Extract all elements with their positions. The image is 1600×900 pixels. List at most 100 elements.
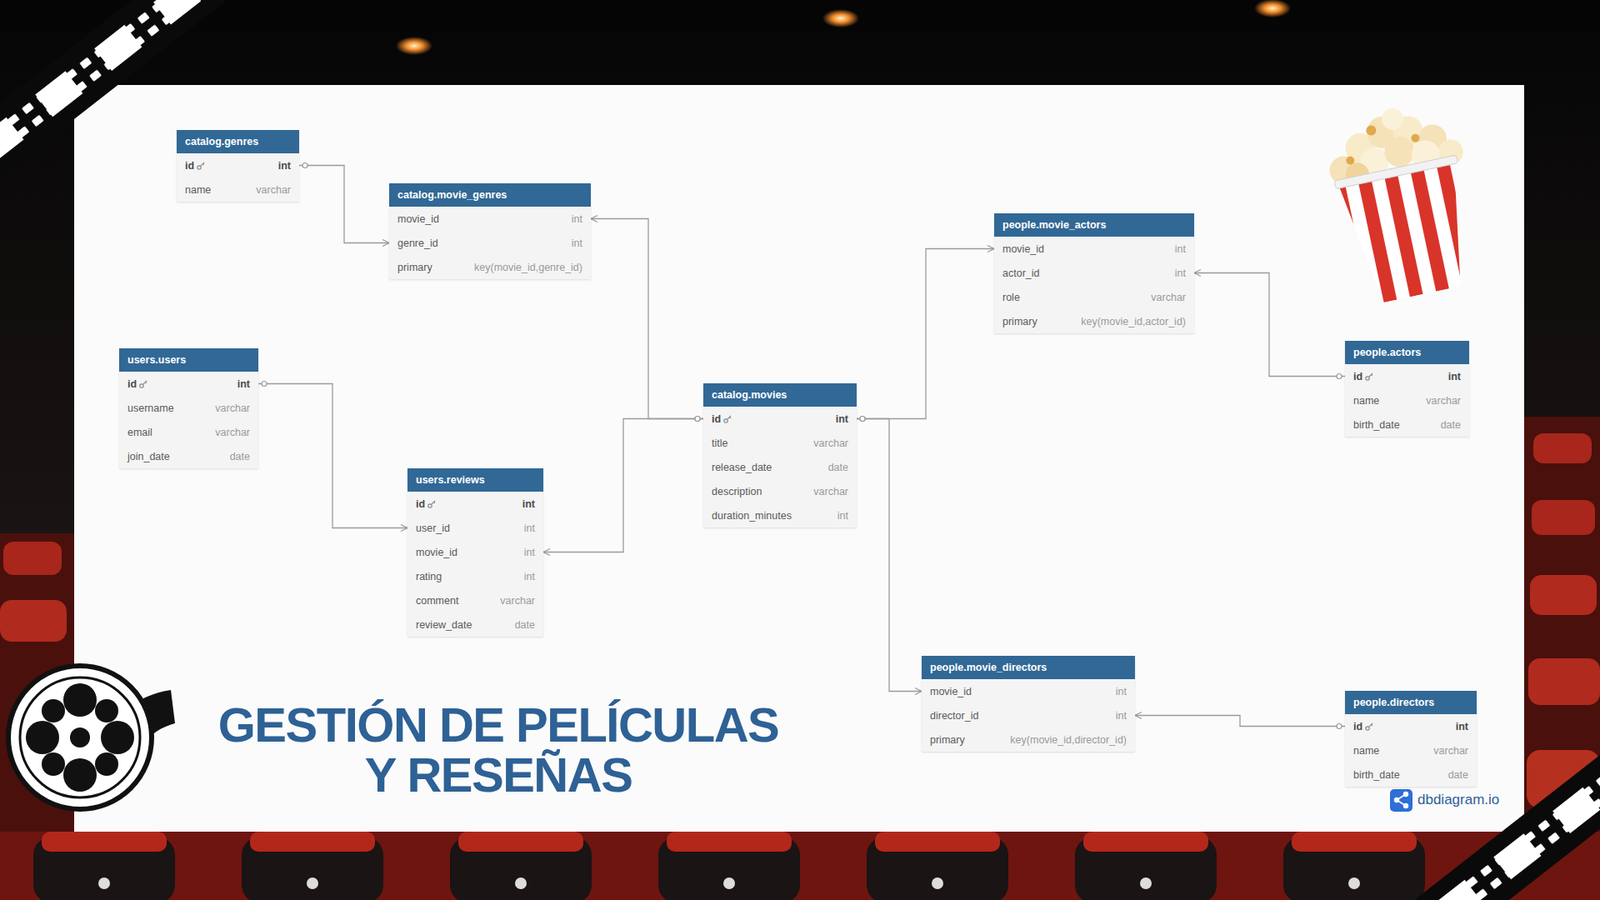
- field-name: comment: [415, 595, 459, 607]
- field-name: name: [1353, 745, 1380, 757]
- table-header: catalog.movie_genres: [389, 183, 591, 207]
- table-header: catalog.movies: [703, 383, 857, 407]
- connector-line: [856, 249, 995, 420]
- arrow-head: [382, 240, 390, 247]
- arrow-head: [400, 525, 408, 532]
- key-icon: [1365, 372, 1374, 381]
- field-cell: user_id: [415, 522, 450, 535]
- field-type: varchar: [215, 402, 250, 415]
- connector-line: [1194, 273, 1345, 377]
- field-type: int: [1175, 243, 1186, 255]
- arrow-head: [1194, 270, 1201, 277]
- key-shaft: [727, 415, 731, 420]
- relation-connector: [543, 416, 704, 556]
- table-row: rolevarchar: [994, 285, 1195, 310]
- key-icon: [196, 161, 205, 170]
- table-row: namevarchar: [176, 177, 300, 202]
- field-type: int: [1455, 720, 1469, 733]
- field-type: int: [1115, 710, 1127, 722]
- table-row: actor_id int: [994, 260, 1195, 285]
- field-type: date: [1448, 769, 1469, 781]
- field-type: int: [524, 570, 535, 583]
- table-row: id int: [703, 406, 857, 431]
- key-tooth: [1371, 724, 1373, 725]
- field-cell: birth_date: [1353, 769, 1400, 781]
- field-cell: birth_date: [1353, 419, 1400, 431]
- table-header: catalog.genres: [176, 130, 300, 154]
- table-row: name varchar: [1345, 738, 1477, 763]
- field-name: birth_date: [1353, 419, 1400, 431]
- field-name: id: [415, 498, 425, 510]
- table-box: catalog.movie_genresmovie_idint genre_id i…: [389, 183, 591, 280]
- field-cell: id: [711, 413, 732, 425]
- field-name: primary: [397, 261, 433, 274]
- key-ring: [197, 165, 201, 169]
- table-header: people.directors: [1345, 690, 1477, 715]
- popcorn-illustration: [1309, 95, 1496, 315]
- one-end-dot: [695, 416, 700, 422]
- field-type: key(movie_id,director_id): [1010, 734, 1127, 746]
- table-box: users.reviewsidintuser_idintmovie_idintr…: [407, 468, 544, 637]
- field-cell: email: [127, 426, 153, 439]
- field-name: movie_id: [1002, 243, 1045, 255]
- logo-spacer: [1390, 788, 1413, 811]
- field-name: primary: [930, 734, 965, 746]
- relation-connector: [299, 163, 390, 247]
- field-cell: actor_id: [1002, 267, 1040, 280]
- field-name: movie_id: [397, 213, 440, 225]
- field-type: int: [571, 237, 583, 250]
- table-box: catalog.genresidintnamevarchar: [176, 130, 300, 202]
- table-row: comment varchar: [407, 588, 544, 613]
- field-cell: primary: [1002, 315, 1038, 328]
- table-row: release_datedate: [703, 455, 857, 480]
- field-type: varchar: [813, 485, 849, 498]
- field-name: role: [1002, 291, 1020, 304]
- field-name: duration_minutes: [711, 510, 792, 522]
- table-row: idint: [407, 491, 544, 516]
- field-cell: duration_minutes: [711, 510, 792, 522]
- field-type: varchar: [813, 437, 849, 450]
- field-type: int: [837, 510, 849, 522]
- field-type: varchar: [1425, 395, 1461, 407]
- field-cell: description: [711, 485, 762, 498]
- one-end-dot: [860, 416, 865, 422]
- field-type: varchar: [500, 595, 535, 607]
- field-type: int: [278, 160, 291, 172]
- field-name: genre_id: [397, 237, 439, 250]
- table-box: people.movie_actorsmovie_idintactor_idin…: [994, 213, 1195, 334]
- one-end-dot: [1336, 724, 1342, 730]
- field-name: review_date: [415, 619, 472, 631]
- field-cell: name: [185, 184, 211, 196]
- table-row: movie_idint: [407, 540, 544, 565]
- field-type: int: [835, 413, 849, 425]
- field-cell: comment: [415, 595, 459, 607]
- arrow-head: [590, 215, 598, 223]
- field-cell: name: [1353, 395, 1380, 407]
- field-cell: movie_id: [930, 685, 972, 698]
- connector-line: [299, 165, 390, 244]
- field-type: varchar: [1433, 745, 1469, 757]
- key-ring: [724, 418, 728, 422]
- one-end-dot: [695, 416, 700, 422]
- table-box: people.movie_directorsmovie_idintdirecto…: [921, 655, 1135, 752]
- field-type: date: [515, 619, 535, 631]
- table-row: movie_idint: [389, 206, 591, 231]
- relation-connector: [856, 416, 922, 695]
- field-name: id: [711, 413, 721, 425]
- key-shaft: [1369, 723, 1373, 727]
- table-header: users.users: [119, 348, 259, 372]
- field-type: int: [524, 522, 535, 535]
- key-tooth: [203, 163, 205, 165]
- arrow-head: [543, 549, 550, 556]
- field-type: int: [524, 546, 535, 559]
- key-tooth: [434, 501, 435, 503]
- watermark-label: dbdiagram.io: [1417, 791, 1500, 809]
- field-cell: director_id: [930, 710, 979, 722]
- field-type: int: [1448, 370, 1461, 383]
- field-type: int: [1175, 267, 1186, 280]
- logo-icon: [1390, 789, 1413, 812]
- one-end-dot: [860, 416, 865, 422]
- table-row: primary key(movie_id,actor_id): [994, 309, 1195, 334]
- field-type: key(movie_id,actor_id): [1080, 315, 1186, 328]
- field-name: id: [127, 378, 137, 390]
